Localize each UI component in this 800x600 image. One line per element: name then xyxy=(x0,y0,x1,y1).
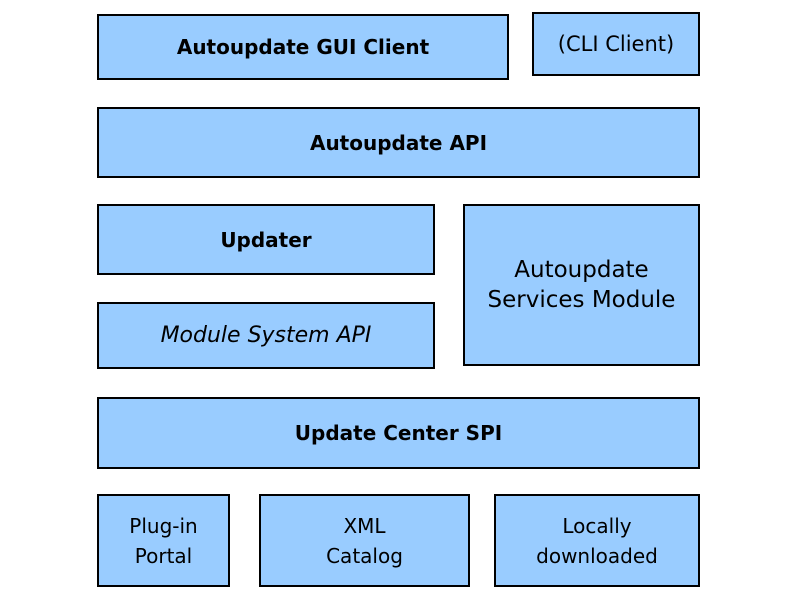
box-locally-downloaded-label-line2: downloaded xyxy=(536,543,658,568)
box-autoupdate-services-module-label-line1: Autoupdate xyxy=(514,257,649,283)
box-autoupdate-api: Autoupdate API xyxy=(97,107,700,178)
box-plugin-portal-label-line2: Portal xyxy=(134,543,193,568)
box-plugin-portal: Plug-in Portal xyxy=(97,494,230,587)
box-locally-downloaded: Locally downloaded xyxy=(494,494,700,587)
box-xml-catalog-label-line1: XML xyxy=(343,513,386,538)
box-module-system-api: Module System API xyxy=(97,302,435,369)
box-module-system-api-label: Module System API xyxy=(160,323,372,348)
box-cli-client: (CLI Client) xyxy=(532,12,700,76)
box-autoupdate-gui-client: Autoupdate GUI Client xyxy=(97,14,509,80)
box-autoupdate-gui-client-label: Autoupdate GUI Client xyxy=(176,35,430,59)
box-updater: Updater xyxy=(97,204,435,275)
box-updater-label: Updater xyxy=(220,227,312,252)
box-update-center-spi-label: Update Center SPI xyxy=(294,421,503,445)
box-cli-client-label: (CLI Client) xyxy=(557,32,675,56)
box-xml-catalog-label-line2: Catalog xyxy=(326,543,403,568)
box-plugin-portal-label-line1: Plug-in xyxy=(129,513,198,538)
box-update-center-spi: Update Center SPI xyxy=(97,397,700,469)
box-xml-catalog: XML Catalog xyxy=(259,494,470,587)
box-autoupdate-services-module: Autoupdate Services Module xyxy=(463,204,700,366)
box-autoupdate-services-module-label-line2: Services Module xyxy=(487,287,676,313)
box-locally-downloaded-label-line1: Locally xyxy=(562,513,632,538)
box-autoupdate-api-label: Autoupdate API xyxy=(309,130,488,155)
